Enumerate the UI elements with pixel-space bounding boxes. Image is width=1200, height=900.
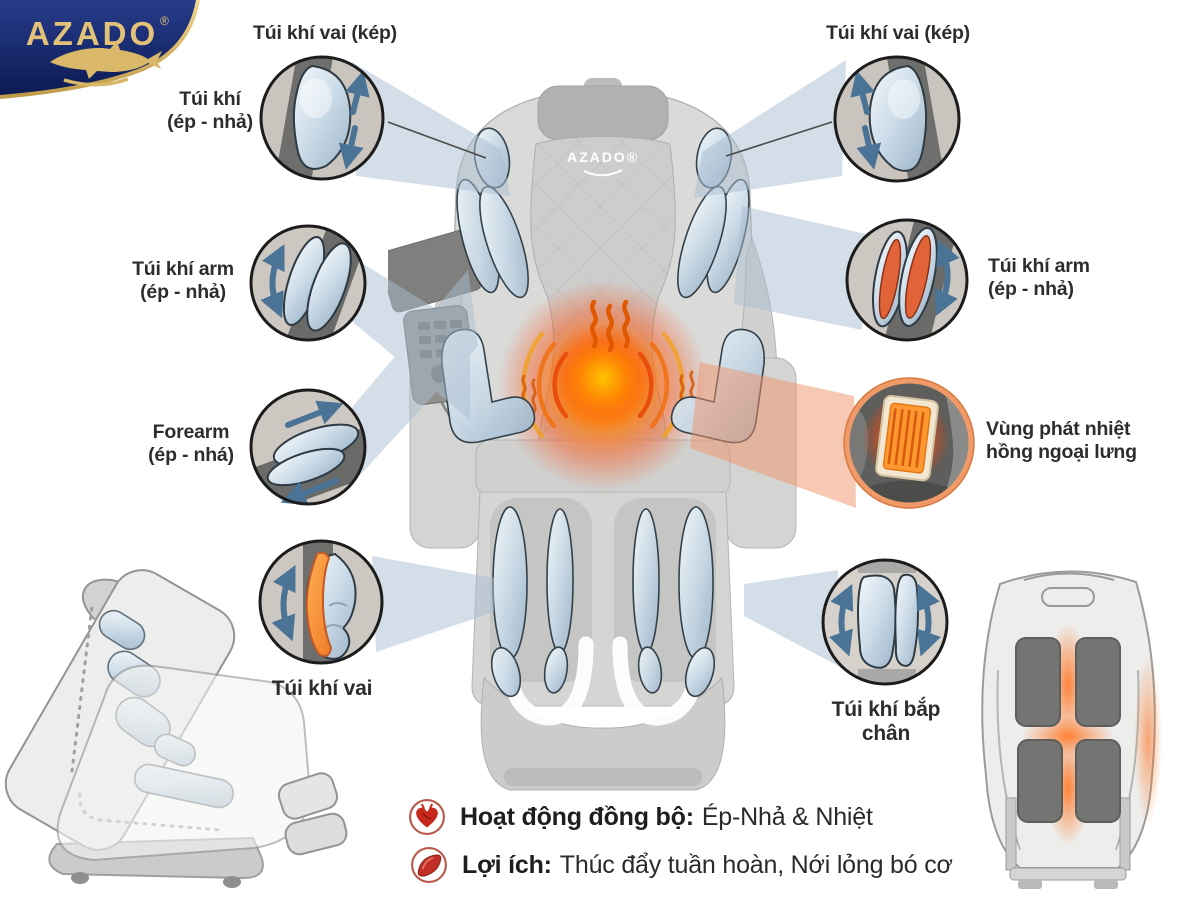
updown-arrows-icon [850,70,882,170]
svg-text:AZADO®: AZADO® [567,149,639,165]
updown-arrow-icon [934,239,960,317]
brand-logo: AZADO ® [0,0,200,100]
callout-arm-right [842,215,972,345]
label-arm-right: Túi khí arm (ép - nhả) [988,255,1090,300]
feature-sync-detail: Ép-Nhả & Nhiệt [701,802,873,831]
feature-sync: Hoạt động đồng bộ:Ép-Nhả & Nhiệt [408,798,873,836]
callout-heat-zone-right [840,374,978,512]
heart-icon [408,798,446,836]
label-calf-right: Túi khí bắp chân [831,698,941,746]
chair-front-illustration: AZADO® [388,78,818,818]
label-heat-zone-right: Vùng phát nhiệt hồng ngoại lưng [986,418,1137,463]
registered-mark-icon: ® [160,14,169,28]
callout-shoulder-double-right [830,52,964,186]
brand-logo-text: AZADO [26,15,158,52]
label-shoulder-double-right: Túi khí vai (kép) [826,22,970,44]
callout-calf-right [818,555,952,689]
label-shoulder-double-left: Túi khí vai (kép) [253,22,397,44]
label-forearm-left: Forearm (ép - nhá) [148,421,234,466]
feature-benefit-detail: Thúc đẩy tuần hoàn, Nới lỏng bó cơ [559,850,953,879]
heat-glow [498,280,708,490]
diagonal-arrows-icon [280,400,344,506]
callout-forearm-left [246,385,370,509]
updown-arrow-icon [271,564,296,642]
feature-sync-title: Hoạt động đồng bộ: [460,802,694,831]
updown-arrow-icon [260,243,285,319]
label-arm-left: Túi khí arm (ép - nhả) [132,258,234,303]
callout-shoulder-double-left [256,52,388,184]
chair-back-illustration [966,550,1171,898]
callout-shoulder-left [255,536,387,668]
shark-icon [50,41,162,87]
feature-benefit: Lợi ích:Thúc đẩy tuần hoàn, Nới lỏng bó … [410,846,953,884]
callout-arm-left [246,221,370,345]
label-shoulder-left: Túi khí vai [271,677,373,700]
chair-brand-label: AZADO® [567,149,639,177]
muscle-icon [410,846,448,884]
feature-benefit-title: Lợi ích: [462,850,552,879]
label-back-airbag-left: Túi khí (ép - nhả) [167,88,253,133]
chair-side-illustration [2,566,358,898]
